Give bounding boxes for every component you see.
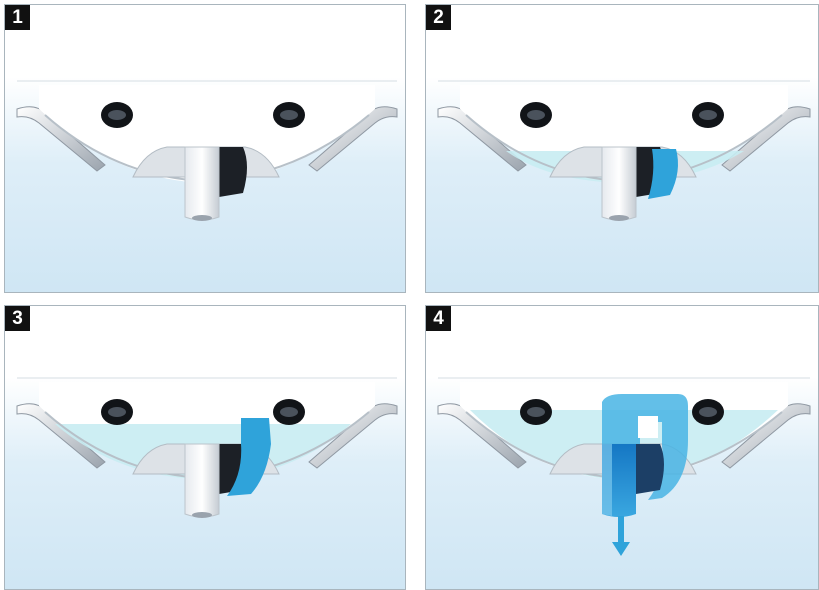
- step-number-badge: 2: [426, 5, 451, 30]
- mounting-hole-icon: [692, 102, 724, 128]
- mounting-hole-icon: [273, 102, 305, 128]
- mounting-hole-icon: [101, 399, 133, 425]
- step-number-badge: 3: [5, 306, 30, 331]
- mounting-hole-icon: [101, 102, 133, 128]
- mounting-hole-icon: [692, 399, 724, 425]
- panel-step-2: 2: [425, 4, 819, 293]
- mounting-hole-icon: [520, 102, 552, 128]
- panel-step-1: 1: [4, 4, 406, 293]
- diagram-step-2: [426, 5, 819, 293]
- diagram-step-1: [5, 5, 406, 293]
- diagram-step-3: [5, 306, 406, 590]
- mounting-hole-icon: [520, 399, 552, 425]
- step-number-badge: 1: [5, 5, 30, 30]
- mounting-hole-icon: [273, 399, 305, 425]
- diagram-step-4: [426, 306, 819, 590]
- panel-step-4: 4: [425, 305, 819, 590]
- panel-step-3: 3: [4, 305, 406, 590]
- step-number-badge: 4: [426, 306, 451, 331]
